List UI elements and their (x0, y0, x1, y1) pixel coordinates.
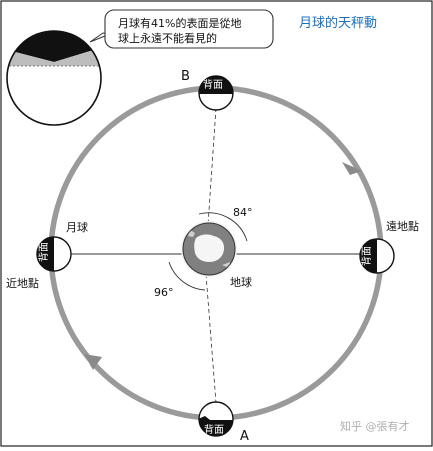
moon-position-apogee: 背面 (359, 238, 395, 274)
callout-line-2: 球上永遠不能看見的 (118, 31, 217, 45)
angle-96-label: 96° (154, 286, 174, 299)
orbit-direction-arrow-lower (84, 354, 102, 370)
back-side-label-a: 背面 (204, 423, 224, 436)
perigee-label: 近地點 (6, 277, 39, 290)
lower-sightline (205, 273, 217, 404)
earth-globe (181, 221, 237, 277)
inset-moon-closeup (6, 30, 102, 126)
point-b-label: B (181, 69, 190, 84)
moon-position-a: 背面 (198, 401, 234, 437)
orbit-direction-arrow-upper (342, 162, 362, 175)
moon-position-perigee: 背面 (36, 236, 72, 272)
diagram-title: 月球的天秤動 (299, 15, 377, 31)
angle-84-label: 84° (233, 206, 253, 219)
watermark: 知乎 @張有才 (340, 419, 410, 433)
point-a-label: A (240, 429, 249, 444)
moon-label: 月球 (66, 220, 88, 234)
moon-position-b: 背面 (198, 75, 234, 111)
earth-label: 地球 (230, 275, 252, 289)
apogee-label: 遠地點 (386, 220, 419, 233)
angle-arc-upper (198, 212, 248, 242)
upper-sightline (207, 107, 217, 226)
angle-arc-lower (168, 261, 206, 291)
callout-line-1: 月球有41%的表面是從地 (118, 16, 241, 30)
back-side-label-apogee: 背面 (360, 246, 373, 266)
back-side-label-b: 背面 (203, 78, 223, 91)
callout-bubble: 月球有41%的表面是從地 球上永遠不能看見的 (89, 9, 274, 49)
back-side-label-perigee: 背面 (37, 242, 50, 262)
